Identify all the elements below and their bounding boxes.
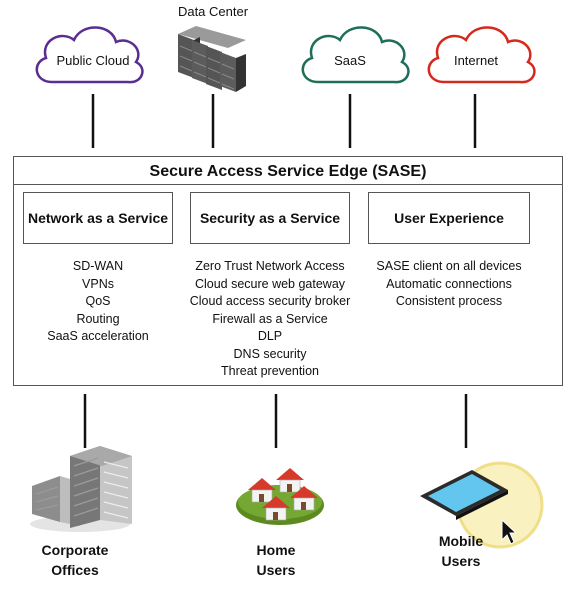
- list-item: SD-WAN: [72, 259, 124, 273]
- sase-title: Secure Access Service Edge (SASE): [149, 163, 427, 180]
- home-users-label: Home Users: [236, 540, 316, 580]
- list-item: Firewall as a Service: [212, 311, 328, 326]
- sase-container: Secure Access Service Edge (SASE) Networ…: [13, 156, 563, 386]
- mobile-label-line2: Users: [441, 553, 481, 569]
- list-item: DNS security: [233, 346, 307, 361]
- public-cloud-label: Public Cloud: [56, 53, 130, 68]
- user-experience-list: SASE client on all devices Automatic con…: [363, 258, 535, 311]
- user-experience-box: User Experience: [368, 192, 530, 244]
- list-item: Cloud secure web gateway: [194, 276, 346, 291]
- corporate-label-line1: Corporate: [41, 542, 109, 558]
- list-item: QoS: [85, 294, 111, 308]
- bottom-connectors: [83, 394, 468, 448]
- saas-cloud-icon: [301, 26, 410, 84]
- corporate-label-line2: Offices: [51, 562, 99, 578]
- list-item: Routing: [76, 311, 120, 326]
- security-services-list: Zero Trust Network Access Cloud secure w…: [180, 258, 360, 381]
- network-services-list: SD-WAN VPNs QoS Routing SaaS acceleratio…: [23, 258, 173, 346]
- home-label-line2: Users: [256, 562, 296, 578]
- network-as-a-service-box: Network as a Service: [23, 192, 173, 244]
- list-item: SaaS acceleration: [47, 329, 149, 343]
- user-experience-heading: User Experience: [394, 210, 504, 226]
- corporate-offices-label: Corporate Offices: [25, 540, 125, 580]
- internet-cloud-icon: [427, 26, 536, 84]
- home-users-houses-icon: [236, 468, 324, 525]
- list-item: Cloud access security broker: [189, 294, 351, 308]
- public-cloud-icon: [35, 26, 144, 84]
- list-item: Zero Trust Network Access: [195, 259, 345, 273]
- internet-label: Internet: [453, 53, 499, 68]
- list-item: SASE client on all devices: [376, 259, 522, 273]
- top-connectors: [91, 94, 477, 148]
- list-item: Consistent process: [395, 294, 503, 308]
- list-item: VPNs: [82, 276, 114, 291]
- data-center-label: Data Center: [177, 4, 249, 19]
- data-center-servers-icon: [178, 26, 246, 92]
- mobile-users-label: Mobile Users: [421, 531, 501, 571]
- list-item: Threat prevention: [221, 364, 319, 378]
- security-as-a-service-heading: Security as a Service: [199, 210, 341, 226]
- security-as-a-service-box: Security as a Service: [190, 192, 350, 244]
- mouse-cursor-icon: [501, 518, 518, 545]
- saas-label: SaaS: [334, 53, 366, 68]
- list-item: DLP: [257, 329, 283, 343]
- home-label-line1: Home: [256, 542, 296, 558]
- sase-divider: [14, 184, 562, 185]
- network-as-a-service-heading: Network as a Service: [27, 210, 169, 226]
- mobile-tablet-icon: [420, 461, 544, 549]
- mobile-label-line1: Mobile: [438, 533, 484, 549]
- corporate-buildings-icon: [30, 446, 132, 532]
- list-item: Automatic connections: [386, 276, 512, 291]
